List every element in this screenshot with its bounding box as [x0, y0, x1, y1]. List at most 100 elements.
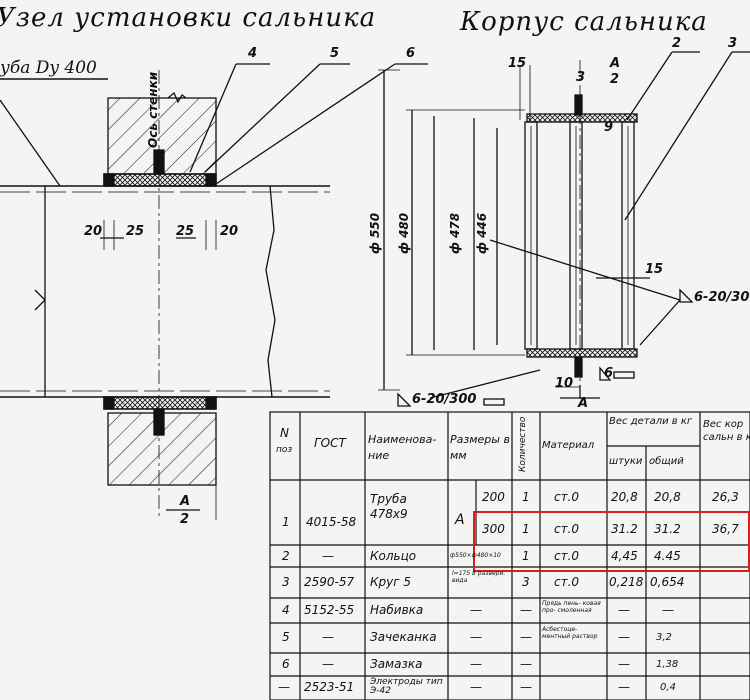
- r2-gost: —: [322, 549, 334, 563]
- callout-5: 5: [330, 46, 340, 61]
- dim-25-right: 25: [176, 224, 195, 239]
- r6-size: —: [470, 657, 482, 671]
- dim-phi446: ф 446: [475, 212, 489, 254]
- r2-qty: 1: [522, 549, 530, 563]
- r1-each: 20,8: [611, 490, 638, 504]
- r4-gost: 5152-55: [304, 603, 355, 617]
- th-n: N: [280, 426, 289, 440]
- th-material: Материал: [542, 440, 595, 451]
- housing-title: Корпус сальника: [460, 7, 708, 37]
- r6-total: 1,38: [656, 659, 679, 670]
- dim-phi478: ф 478: [448, 212, 462, 254]
- callout-3: 3: [728, 36, 738, 51]
- r1b-housing: 36,7: [712, 522, 739, 536]
- r5-total: 3,2: [656, 632, 672, 643]
- r3-material: ст.0: [554, 575, 580, 589]
- r3-qty: 3: [522, 575, 530, 589]
- r3-total: 0,654: [650, 575, 685, 589]
- r5-size: —: [470, 630, 482, 644]
- r1b-size: 300: [482, 522, 505, 536]
- r4-each: —: [618, 603, 630, 617]
- r1b-each: 31.2: [611, 522, 638, 536]
- assembly-view: [0, 63, 428, 520]
- th-qty: Количество: [518, 416, 528, 472]
- r7-total: 0,4: [660, 682, 676, 693]
- wall-axis-label: Ось стенки: [146, 71, 160, 148]
- th-gost: ГОСТ: [314, 436, 346, 450]
- r3-gost: 2590-57: [304, 575, 355, 589]
- pipe-label: уба Dy 400: [0, 58, 97, 78]
- r4-material: Прядь пень- ковая про- смоленная: [542, 600, 601, 614]
- r7-size: —: [470, 680, 482, 694]
- dim-20-right: 20: [220, 224, 239, 239]
- r1-poz: 1: [282, 515, 290, 529]
- r4-poz: 4: [282, 603, 290, 617]
- section-a2-num: A: [180, 494, 191, 509]
- r4-qty: —: [520, 603, 532, 617]
- r1-total: 20,8: [654, 490, 681, 504]
- dim-15-top: 15: [508, 56, 527, 71]
- r6-name: Замазка: [370, 657, 423, 671]
- callout-4: 4: [248, 46, 258, 61]
- section-a-top-num: A: [610, 56, 621, 71]
- dim-10: 10: [555, 376, 574, 391]
- r1-material: ст.0: [554, 490, 580, 504]
- dim-25-left: 25: [126, 224, 145, 239]
- r7-qty: —: [520, 680, 532, 694]
- th-housing-weight: Вес кор сальн в к: [703, 419, 750, 443]
- r3-poz: 3: [282, 575, 290, 589]
- r2-name: Кольцо: [370, 549, 417, 563]
- r2-total: 4.45: [654, 549, 681, 563]
- r6-qty: —: [520, 657, 532, 671]
- r1-name: Труба 478х9: [370, 492, 408, 521]
- section-a2-den: 2: [180, 512, 190, 527]
- r6-each: —: [618, 657, 630, 671]
- r7-name: Электроды тип Э-42: [370, 677, 443, 696]
- r4-size: —: [470, 603, 482, 617]
- r2-size: ф550×ф480×10: [450, 552, 501, 559]
- r7-each: —: [618, 680, 630, 694]
- r5-material: Асбестоце- ментный раствор: [542, 626, 598, 640]
- th-total: общий: [649, 456, 684, 467]
- r2-material: ст.0: [554, 549, 580, 563]
- th-name: Наименова- ние: [368, 433, 437, 462]
- r1-size-letter: A: [455, 512, 465, 528]
- weld-right: 6-20/300: [694, 290, 750, 305]
- r5-gost: —: [322, 630, 334, 644]
- r4-name: Набивка: [370, 603, 424, 617]
- r3-each: 0,218: [609, 575, 644, 589]
- callout-6: 6: [406, 46, 416, 61]
- dim-9: 9: [604, 120, 614, 135]
- r6-poz: 6: [282, 657, 290, 671]
- r1-gost: 4015-58: [306, 515, 357, 529]
- r1b-qty: 1: [522, 522, 530, 536]
- r1-qty: 1: [522, 490, 530, 504]
- r1b-material: ст.0: [554, 522, 580, 536]
- r1-housing: 26,3: [712, 490, 739, 504]
- r3-size: l=175 8 развери. вида: [452, 570, 506, 584]
- callout-2: 2: [672, 36, 682, 51]
- r1-size: 200: [482, 490, 505, 504]
- dim-20-left: 20: [84, 224, 103, 239]
- r5-poz: 5: [282, 630, 290, 644]
- dim-phi480: ф 480: [397, 212, 411, 254]
- highlight-box: [473, 511, 750, 572]
- r4-total: —: [662, 603, 674, 617]
- th-size: Размеры в мм: [450, 433, 510, 462]
- weld-bottom: 6-20/300: [412, 392, 477, 407]
- r2-each: 4,45: [611, 549, 638, 563]
- th-each: штуки: [609, 456, 643, 467]
- r1b-total: 31.2: [654, 522, 681, 536]
- dim-15-mid: 15: [645, 262, 664, 277]
- r7-gost: 2523-51: [304, 680, 355, 694]
- r3-name: Круг 5: [370, 575, 411, 589]
- r5-each: —: [618, 630, 630, 644]
- r2-poz: 2: [282, 549, 290, 563]
- r5-qty: —: [520, 630, 532, 644]
- r6-gost: —: [322, 657, 334, 671]
- section-a-bottom: A: [578, 396, 589, 411]
- weld-small: 6: [604, 366, 614, 381]
- dim-3-top: 3: [576, 70, 586, 85]
- r7-poz: —: [278, 680, 290, 694]
